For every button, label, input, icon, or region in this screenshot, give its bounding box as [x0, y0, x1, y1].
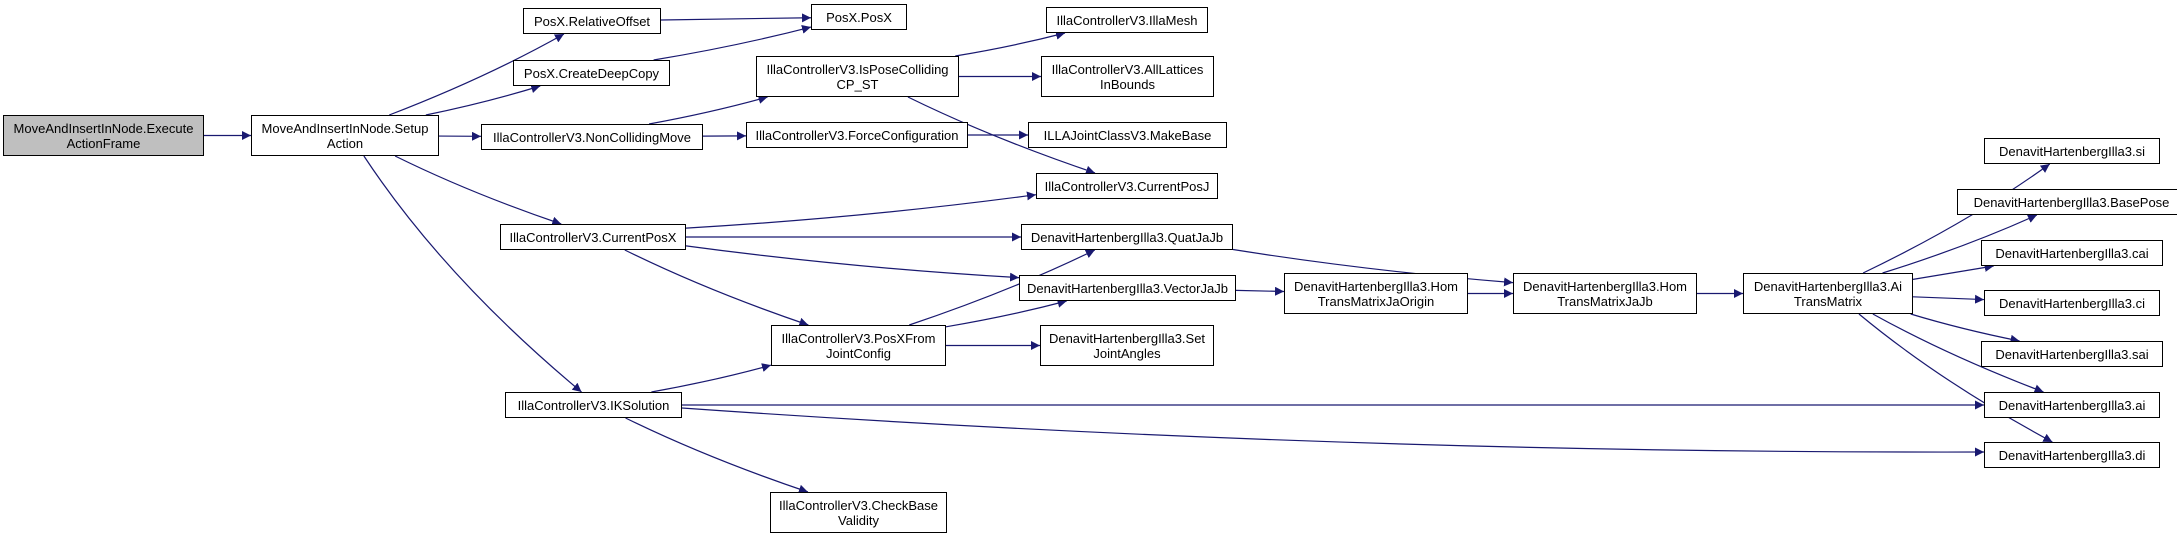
node-label: DenavitHartenbergIlla3.sai — [1995, 346, 2149, 362]
node-label: PosX.CreateDeepCopy — [523, 65, 660, 81]
edge-vector-ja-jb-to-hom-trans-origin — [1235, 286, 1285, 296]
node-label: PosX.PosX — [826, 9, 892, 25]
node-illa-controller-current-posj[interactable]: IllaControllerV3.CurrentPosJ — [1036, 173, 1218, 199]
node-illa-controller-non-colliding-move[interactable]: IllaControllerV3.NonCollidingMove — [481, 124, 703, 150]
edge-ik-solution-to-posx-from-joint — [651, 363, 772, 393]
edge-setup-to-create-deep-copy — [425, 84, 541, 116]
node-denavit-hartenberg-hom-trans-matrix-ja-jb[interactable]: DenavitHartenbergIlla3.Hom TransMatrixJa… — [1513, 273, 1697, 314]
node-denavit-hartenberg-sai[interactable]: DenavitHartenbergIlla3.sai — [1981, 341, 2163, 367]
edge-relative-offset-to-posx-posx — [660, 13, 812, 23]
node-denavit-hartenberg-ci[interactable]: DenavitHartenbergIlla3.ci — [1984, 290, 2160, 316]
edge-current-posx-to-current-posj — [685, 191, 1037, 229]
node-label-line-1: MoveAndInsertInNode.Setup — [261, 120, 429, 136]
node-label: DenavitHartenbergIlla3.QuatJaJb — [1030, 229, 1224, 245]
node-label-line-2: TransMatrixJaOrigin — [1317, 293, 1435, 309]
node-label: DenavitHartenbergIlla3.VectorJaJb — [1027, 280, 1228, 296]
node-illa-controller-illa-mesh[interactable]: IllaControllerV3.IllaMesh — [1046, 7, 1208, 33]
node-illa-controller-force-configuration[interactable]: IllaControllerV3.ForceConfiguration — [746, 122, 968, 148]
node-label: DenavitHartenbergIlla3.ai — [1998, 397, 2146, 413]
node-label-line-1: IllaControllerV3.CheckBase — [779, 497, 938, 513]
edge-posx-from-joint-to-vector-ja-jb — [945, 298, 1067, 328]
edge-setup-to-relative-offset — [389, 33, 565, 116]
node-label: PosX.RelativeOffset — [533, 13, 651, 29]
edge-ai-trans-to-dh-di — [1858, 313, 2053, 443]
node-label: DenavitHartenbergIlla3.ci — [1999, 295, 2145, 311]
edge-ai-trans-to-dh-si — [1862, 163, 2051, 274]
edge-current-posx-to-posx-from-joint — [624, 249, 809, 327]
node-label-line-1: MoveAndInsertInNode.Execute — [13, 120, 194, 136]
node-label: IllaControllerV3.IllaMesh — [1056, 12, 1198, 28]
node-denavit-hartenberg-hom-trans-matrix-ja-origin[interactable]: DenavitHartenbergIlla3.Hom TransMatrixJa… — [1284, 273, 1468, 314]
node-label-line-1: IllaControllerV3.AllLattices — [1051, 61, 1204, 77]
node-denavit-hartenberg-set-joint-angles[interactable]: DenavitHartenbergIlla3.Set JointAngles — [1040, 325, 1214, 366]
node-label-line-1: DenavitHartenbergIlla3.Set — [1048, 330, 1206, 346]
node-label: DenavitHartenbergIlla3.BasePose — [1973, 194, 2170, 210]
node-label-line-1: IllaControllerV3.PosXFrom — [781, 330, 936, 346]
node-posx-posx[interactable]: PosX.PosX — [811, 4, 907, 30]
node-illa-controller-all-lattices-in-bounds[interactable]: IllaControllerV3.AllLattices InBounds — [1041, 56, 1214, 97]
node-label-line-1: DenavitHartenbergIlla3.Ai — [1753, 278, 1903, 294]
node-illa-controller-check-base-validity[interactable]: IllaControllerV3.CheckBase Validity — [770, 492, 947, 533]
node-label: ILLAJointClassV3.MakeBase — [1043, 127, 1212, 143]
node-label-line-2: ActionFrame — [66, 135, 141, 151]
node-label-line-2: JointAngles — [1093, 345, 1161, 361]
edge-current-posx-to-vector-ja-jb — [685, 245, 1020, 282]
node-label-line-1: DenavitHartenbergIlla3.Hom — [1522, 278, 1688, 294]
node-illa-joint-class-make-base[interactable]: ILLAJointClassV3.MakeBase — [1028, 122, 1227, 148]
node-illa-controller-posx-from-joint-config[interactable]: IllaControllerV3.PosXFrom JointConfig — [771, 325, 946, 366]
edge-setup-to-ik-solution — [363, 155, 582, 393]
edge-posx-from-joint-to-quat-ja-jb — [909, 249, 1096, 326]
node-move-and-insert-setup-action[interactable]: MoveAndInsertInNode.Setup Action — [251, 115, 439, 156]
node-label: IllaControllerV3.CurrentPosX — [509, 229, 677, 245]
edge-create-deep-copy-to-posx-posx — [653, 24, 812, 61]
node-label-line-2: InBounds — [1100, 76, 1155, 92]
edge-ik-solution-to-dh-di — [681, 407, 1985, 457]
node-denavit-hartenberg-quat-ja-jb[interactable]: DenavitHartenbergIlla3.QuatJaJb — [1021, 224, 1233, 250]
node-posx-create-deep-copy[interactable]: PosX.CreateDeepCopy — [513, 60, 670, 86]
node-denavit-hartenberg-cai[interactable]: DenavitHartenbergIlla3.cai — [1981, 240, 2163, 266]
node-illa-controller-is-pose-colliding[interactable]: IllaControllerV3.IsPoseColliding CP_ST — [756, 56, 959, 97]
node-label: DenavitHartenbergIlla3.si — [1999, 143, 2145, 159]
node-denavit-hartenberg-vector-ja-jb[interactable]: DenavitHartenbergIlla3.VectorJaJb — [1019, 275, 1236, 301]
node-label-line-1: DenavitHartenbergIlla3.Hom — [1293, 278, 1459, 294]
node-label-line-1: IllaControllerV3.IsPoseColliding — [766, 61, 949, 77]
node-label: DenavitHartenbergIlla3.cai — [1995, 245, 2149, 261]
edge-non-colliding-move-to-is-pose-colliding — [648, 95, 768, 125]
node-label-line-2: CP_ST — [836, 76, 879, 92]
edge-quat-ja-jb-to-hom-trans-jb — [1232, 248, 1514, 287]
node-label: DenavitHartenbergIlla3.di — [1998, 447, 2146, 463]
node-label-line-2: Validity — [838, 512, 879, 528]
edge-setup-to-current-posx — [394, 155, 562, 226]
edge-ai-trans-to-dh-cai — [1912, 263, 1994, 280]
node-label: IllaControllerV3.NonCollidingMove — [493, 129, 691, 145]
node-illa-controller-ik-solution[interactable]: IllaControllerV3.IKSolution — [505, 392, 682, 418]
edge-is-pose-colliding-to-current-posj — [907, 96, 1096, 175]
node-label-line-2: JointConfig — [825, 345, 892, 361]
node-label: IllaControllerV3.CurrentPosJ — [1044, 178, 1210, 194]
node-label-line-2: TransMatrix — [1793, 293, 1863, 309]
node-denavit-hartenberg-si[interactable]: DenavitHartenbergIlla3.si — [1984, 138, 2160, 164]
node-label-line-2: Action — [326, 135, 364, 151]
node-denavit-hartenberg-ai-trans-matrix[interactable]: DenavitHartenbergIlla3.Ai TransMatrix — [1743, 273, 1913, 314]
edge-ik-solution-to-check-base — [625, 417, 809, 494]
edge-ai-trans-to-dh-ai — [1872, 313, 2044, 394]
node-label: IllaControllerV3.ForceConfiguration — [755, 127, 959, 143]
node-label: IllaControllerV3.IKSolution — [517, 397, 670, 413]
node-denavit-hartenberg-ai[interactable]: DenavitHartenbergIlla3.ai — [1984, 392, 2160, 418]
edge-ai-trans-to-dh-base-pose — [1882, 214, 2038, 274]
node-illa-controller-current-posx[interactable]: IllaControllerV3.CurrentPosX — [500, 224, 686, 250]
node-posx-relative-offset[interactable]: PosX.RelativeOffset — [523, 8, 661, 34]
node-label-line-2: TransMatrixJaJb — [1557, 293, 1653, 309]
edge-is-pose-colliding-to-illa-mesh — [955, 30, 1066, 57]
node-move-and-insert-execute-action-frame[interactable]: MoveAndInsertInNode.Execute ActionFrame — [3, 115, 204, 156]
node-denavit-hartenberg-di[interactable]: DenavitHartenbergIlla3.di — [1984, 442, 2160, 468]
edge-ai-trans-to-dh-sai — [1910, 313, 2020, 344]
edge-ai-trans-to-dh-ci — [1912, 294, 1985, 304]
node-denavit-hartenberg-base-pose[interactable]: DenavitHartenbergIlla3.BasePose — [1957, 189, 2177, 215]
